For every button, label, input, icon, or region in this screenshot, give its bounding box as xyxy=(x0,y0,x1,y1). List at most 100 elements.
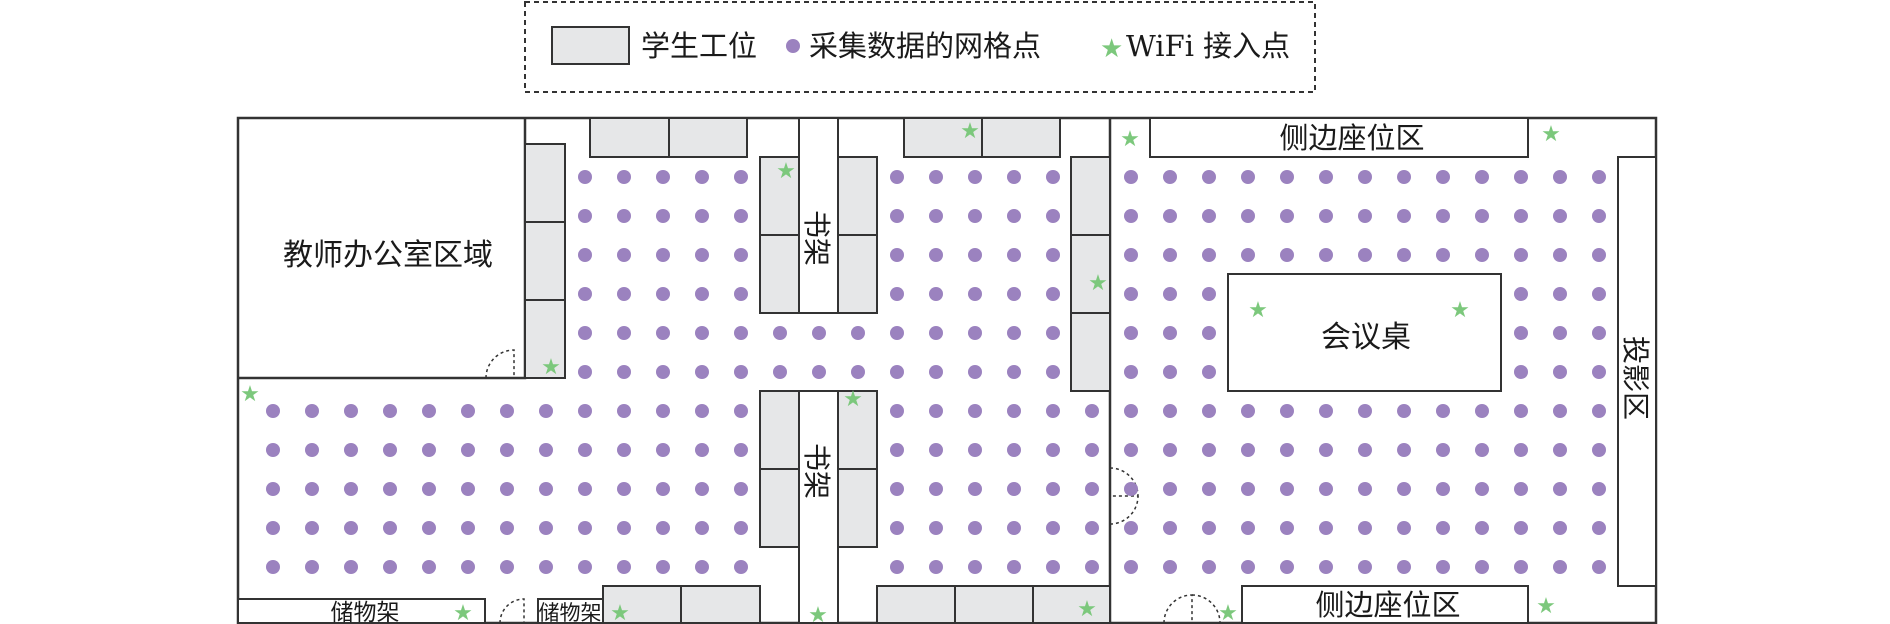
bookshelf-lower: 书架 xyxy=(798,390,839,624)
grid-point xyxy=(1241,443,1255,457)
grid-point xyxy=(1475,560,1489,574)
grid-point xyxy=(1241,521,1255,535)
grid-point xyxy=(1553,287,1567,301)
grid-point xyxy=(812,326,826,340)
workstation xyxy=(668,117,748,158)
grid-point xyxy=(1592,482,1606,496)
grid-point xyxy=(1397,209,1411,223)
grid-point xyxy=(578,287,592,301)
grid-point xyxy=(1436,482,1450,496)
grid-point xyxy=(1280,482,1294,496)
grid-point xyxy=(656,287,670,301)
grid-point xyxy=(1280,248,1294,262)
wifi-star-icon: ★ xyxy=(610,601,630,624)
grid-point xyxy=(1124,404,1138,418)
grid-point xyxy=(1397,521,1411,535)
grid-point xyxy=(968,521,982,535)
wifi-star-icon: ★ xyxy=(1536,594,1556,619)
grid-point xyxy=(1475,209,1489,223)
wifi-star-icon: ★ xyxy=(1218,601,1238,624)
grid-point xyxy=(344,443,358,457)
grid-point xyxy=(1553,404,1567,418)
bookshelf-upper-label: 书架 xyxy=(800,210,833,266)
grid-point xyxy=(1475,404,1489,418)
grid-point xyxy=(734,209,748,223)
grid-point xyxy=(851,365,865,379)
workstation xyxy=(954,585,1034,624)
meeting-table-label: 会议桌 xyxy=(1321,320,1411,355)
grid-point xyxy=(1124,560,1138,574)
grid-point xyxy=(1397,170,1411,184)
grid-point xyxy=(539,521,553,535)
legend-wifi-label: WiFi 接入点 xyxy=(1126,29,1290,63)
grid-point xyxy=(539,560,553,574)
grid-point xyxy=(1241,248,1255,262)
grid-point xyxy=(383,521,397,535)
grid-point xyxy=(1475,170,1489,184)
grid-point xyxy=(890,404,904,418)
grid-point xyxy=(1436,209,1450,223)
grid-point xyxy=(1592,404,1606,418)
grid-point xyxy=(1319,404,1333,418)
grid-point xyxy=(1436,170,1450,184)
grid-point xyxy=(1592,248,1606,262)
grid-point xyxy=(617,560,631,574)
grid-point xyxy=(890,170,904,184)
grid-point xyxy=(1397,443,1411,457)
grid-point xyxy=(617,521,631,535)
grid-point xyxy=(656,521,670,535)
workstation xyxy=(876,585,956,624)
grid-point xyxy=(812,365,826,379)
grid-point xyxy=(1202,560,1216,574)
grid-point xyxy=(1553,482,1567,496)
grid-point xyxy=(734,365,748,379)
grid-point xyxy=(383,482,397,496)
grid-point xyxy=(656,365,670,379)
grid-point xyxy=(1163,365,1177,379)
grid-point xyxy=(695,560,709,574)
grid-point xyxy=(1124,287,1138,301)
grid-point xyxy=(1553,560,1567,574)
grid-point xyxy=(1436,248,1450,262)
grid-point xyxy=(305,482,319,496)
grid-point xyxy=(1202,482,1216,496)
legend-frame xyxy=(524,1,1316,93)
grid-point xyxy=(500,560,514,574)
grid-point xyxy=(929,560,943,574)
grid-point xyxy=(266,443,280,457)
grid-point xyxy=(890,287,904,301)
grid-point xyxy=(695,404,709,418)
grid-point xyxy=(1007,248,1021,262)
grid-point xyxy=(734,404,748,418)
grid-point xyxy=(617,404,631,418)
grid-point xyxy=(1436,560,1450,574)
grid-point xyxy=(1085,482,1099,496)
grid-point xyxy=(1046,170,1060,184)
workstation xyxy=(589,117,670,158)
wifi-star-icon: ★ xyxy=(960,119,980,144)
grid-point xyxy=(539,404,553,418)
grid-point xyxy=(422,404,436,418)
grid-point xyxy=(890,482,904,496)
grid-point xyxy=(461,404,475,418)
door-swing xyxy=(1191,594,1221,624)
grid-point xyxy=(1007,209,1021,223)
grid-point xyxy=(1202,170,1216,184)
wifi-star-icon: ★ xyxy=(808,603,828,624)
grid-point xyxy=(1358,170,1372,184)
grid-point xyxy=(929,404,943,418)
grid-point xyxy=(1085,560,1099,574)
grid-point xyxy=(1046,560,1060,574)
grid-point xyxy=(1202,209,1216,223)
grid-point xyxy=(1241,560,1255,574)
grid-point xyxy=(461,560,475,574)
wifi-star-icon: ★ xyxy=(1450,298,1470,323)
bookshelf-upper: 书架 xyxy=(798,117,839,314)
workstation xyxy=(1070,312,1111,392)
legend-workstation-label: 学生工位 xyxy=(641,29,757,63)
grid-point xyxy=(617,248,631,262)
grid-point xyxy=(1358,521,1372,535)
grid-point xyxy=(1319,482,1333,496)
grid-point xyxy=(1397,248,1411,262)
teacher-office-label: 教师办公室区域 xyxy=(283,238,493,273)
